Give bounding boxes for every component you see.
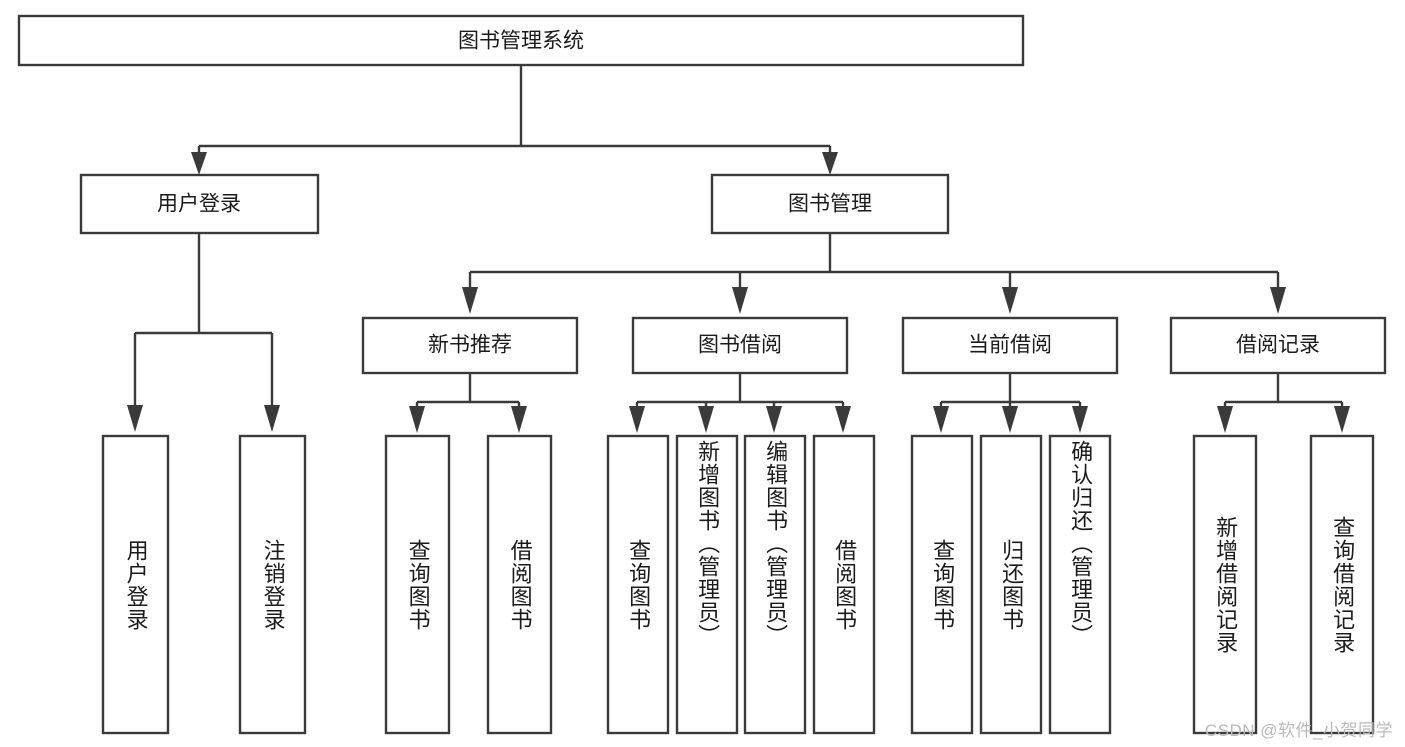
node-root-label: 图书管理系统 <box>458 30 584 53</box>
node-book-management-label: 图书管理 <box>788 193 872 216</box>
connector-layer <box>127 66 1350 433</box>
node-leaf-user-login-box[interactable] <box>101 434 170 735</box>
node-user-login-box[interactable] <box>79 173 320 235</box>
arrow-new-book-recommend <box>462 287 478 314</box>
node-leaf-logout-login-box[interactable] <box>238 434 307 735</box>
arrow-leaf-add-record <box>1217 406 1233 433</box>
node-leaf-query-book-2-box[interactable] <box>606 434 670 735</box>
node-leaf-borrow-book-1-box[interactable] <box>486 434 553 735</box>
arrow-leaf-query-book-1 <box>409 406 425 433</box>
arrow-leaf-return-book <box>1002 406 1018 433</box>
node-user-login-label: 用户登录 <box>157 193 241 216</box>
node-book-borrow-label: 图书借阅 <box>698 334 782 357</box>
arrow-book-borrow <box>732 287 748 314</box>
node-leaf-edit-book-box[interactable] <box>743 434 807 735</box>
arrow-leaf-confirm-return <box>1072 406 1088 433</box>
arrow-current-borrow <box>1002 287 1018 314</box>
arrow-user-login <box>191 152 207 175</box>
node-leaf-query-book-3-box[interactable] <box>910 434 974 735</box>
arrow-leaf-logout-login <box>264 405 280 432</box>
node-book-management-box[interactable] <box>710 173 950 235</box>
node-current-borrow-label: 当前借阅 <box>968 334 1052 357</box>
node-layer: 图书管理系统 用户登录 图书管理 新书推荐 图书借阅 当前借阅 借阅记录 <box>17 14 1387 735</box>
node-leaf-query-record-box[interactable] <box>1309 434 1375 735</box>
arrow-leaf-edit-book <box>766 406 782 433</box>
arrow-book-management <box>822 152 838 175</box>
node-leaf-confirm-return-box[interactable] <box>1048 434 1112 735</box>
node-leaf-query-book-1-box[interactable] <box>384 434 451 735</box>
arrow-leaf-borrow-book-2 <box>835 406 851 433</box>
arrow-leaf-add-book <box>698 406 714 433</box>
node-current-borrow-box[interactable] <box>901 316 1119 375</box>
csdn-watermark: CSDN @软件_小贺同学 <box>1204 721 1393 740</box>
node-borrow-record-box[interactable] <box>1169 316 1387 375</box>
node-new-book-recommend-box[interactable] <box>361 316 579 375</box>
node-leaf-add-record-box[interactable] <box>1192 434 1258 735</box>
node-leaf-add-book-box[interactable] <box>675 434 739 735</box>
arrow-leaf-query-record <box>1334 406 1350 433</box>
node-leaf-return-book-box[interactable] <box>979 434 1043 735</box>
node-new-book-recommend-label: 新书推荐 <box>428 334 512 357</box>
node-book-borrow-box[interactable] <box>631 316 849 375</box>
node-root-box[interactable] <box>17 14 1025 67</box>
arrow-leaf-query-book-3 <box>933 406 949 433</box>
arrow-leaf-borrow-book-1 <box>511 406 527 433</box>
arrow-borrow-record <box>1270 287 1286 314</box>
arrow-leaf-user-login <box>127 405 143 432</box>
node-leaf-borrow-book-2-box[interactable] <box>812 434 876 735</box>
node-borrow-record-label: 借阅记录 <box>1236 334 1320 357</box>
arrow-leaf-query-book-2 <box>629 406 645 433</box>
